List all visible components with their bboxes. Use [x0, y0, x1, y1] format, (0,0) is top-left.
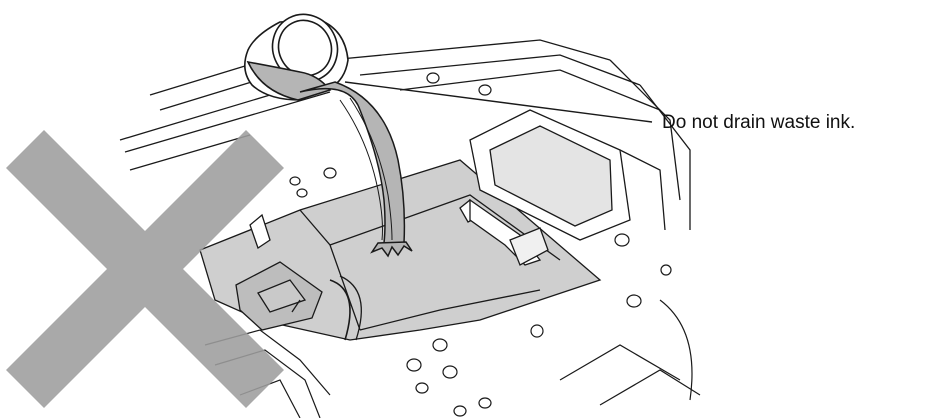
callout-text: Do not drain waste ink.	[662, 112, 855, 134]
